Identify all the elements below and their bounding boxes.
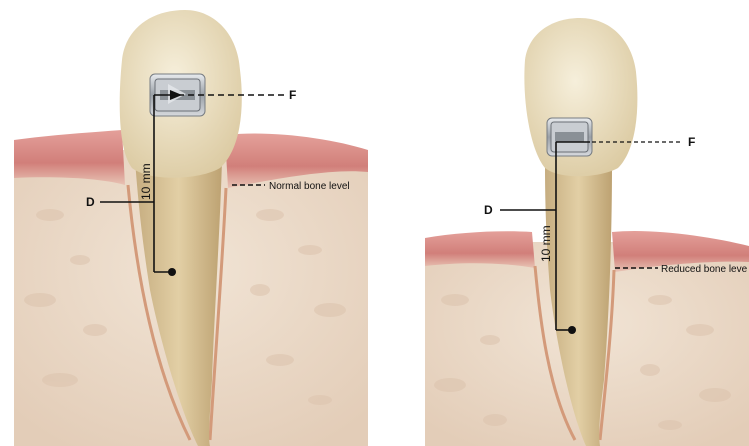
right-bracket bbox=[547, 118, 592, 156]
right-bone-label: Reduced bone leve bbox=[661, 264, 748, 275]
left-measure-label: 10 mm bbox=[139, 163, 153, 200]
left-panel: F D 10 mm Normal bone level bbox=[14, 10, 368, 446]
left-endpoint-dot bbox=[168, 268, 176, 276]
left-bone-label: Normal bone level bbox=[269, 181, 350, 192]
right-measure-label: 10 mm bbox=[539, 225, 553, 262]
right-label-f: F bbox=[688, 135, 695, 149]
right-gum bbox=[425, 231, 535, 268]
right-endpoint-dot bbox=[568, 326, 576, 334]
left-gum bbox=[14, 130, 125, 185]
left-label-f: F bbox=[289, 88, 296, 102]
left-label-d: D bbox=[86, 195, 95, 209]
right-panel: F D 10 mm Reduced bone leve bbox=[425, 18, 749, 446]
right-label-d: D bbox=[484, 203, 493, 217]
